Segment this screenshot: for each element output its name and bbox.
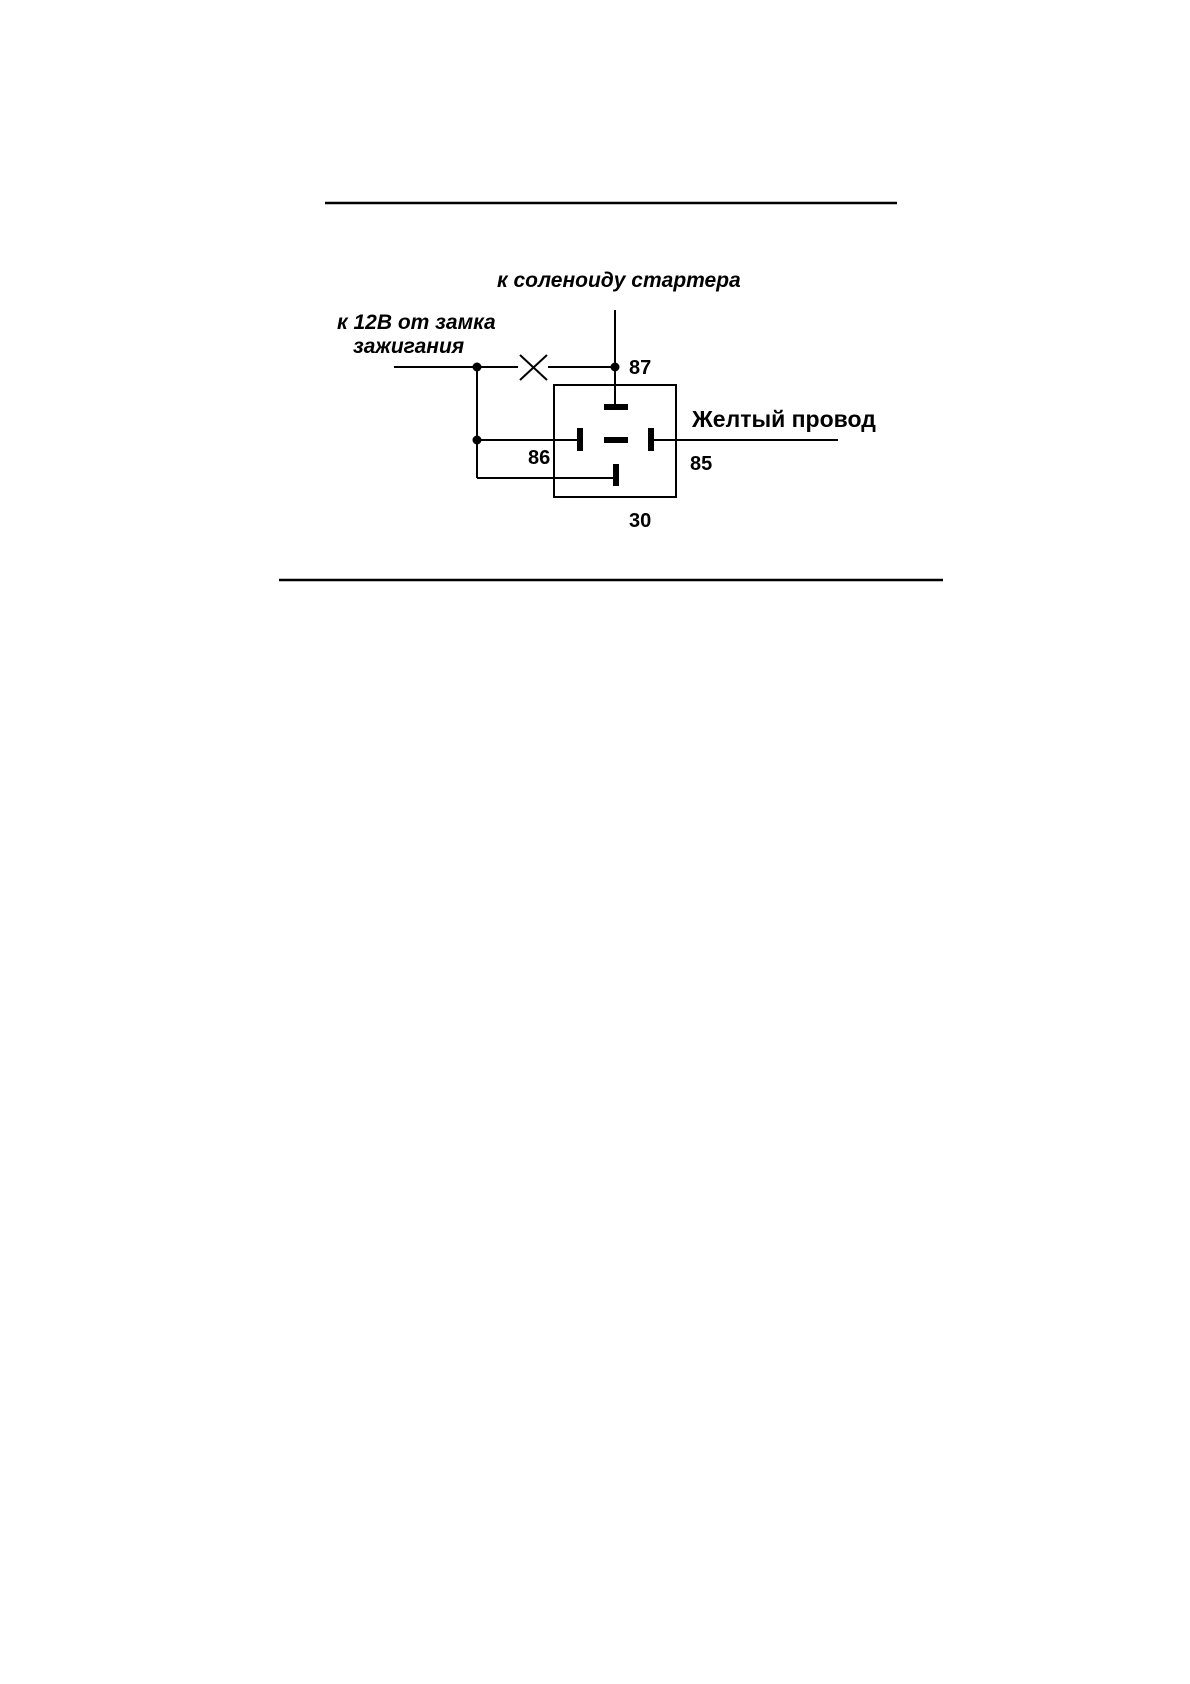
label-starter-solenoid: к соленоиду стартера bbox=[497, 269, 741, 292]
contact-86 bbox=[577, 428, 583, 451]
cut-mark-b bbox=[519, 354, 548, 381]
pin-label-87: 87 bbox=[629, 357, 651, 379]
label-ignition-line2: зажигания bbox=[353, 335, 464, 358]
label-yellow-wire: Желтый провод bbox=[691, 406, 876, 432]
pin-label-30: 30 bbox=[629, 510, 651, 532]
pin-label-86: 86 bbox=[528, 447, 550, 469]
label-ignition-line1: к 12В от замка bbox=[337, 311, 496, 334]
contact-87 bbox=[604, 404, 628, 410]
pin-label-85: 85 bbox=[690, 453, 712, 475]
contact-center bbox=[604, 437, 628, 443]
contact-30 bbox=[613, 464, 619, 486]
